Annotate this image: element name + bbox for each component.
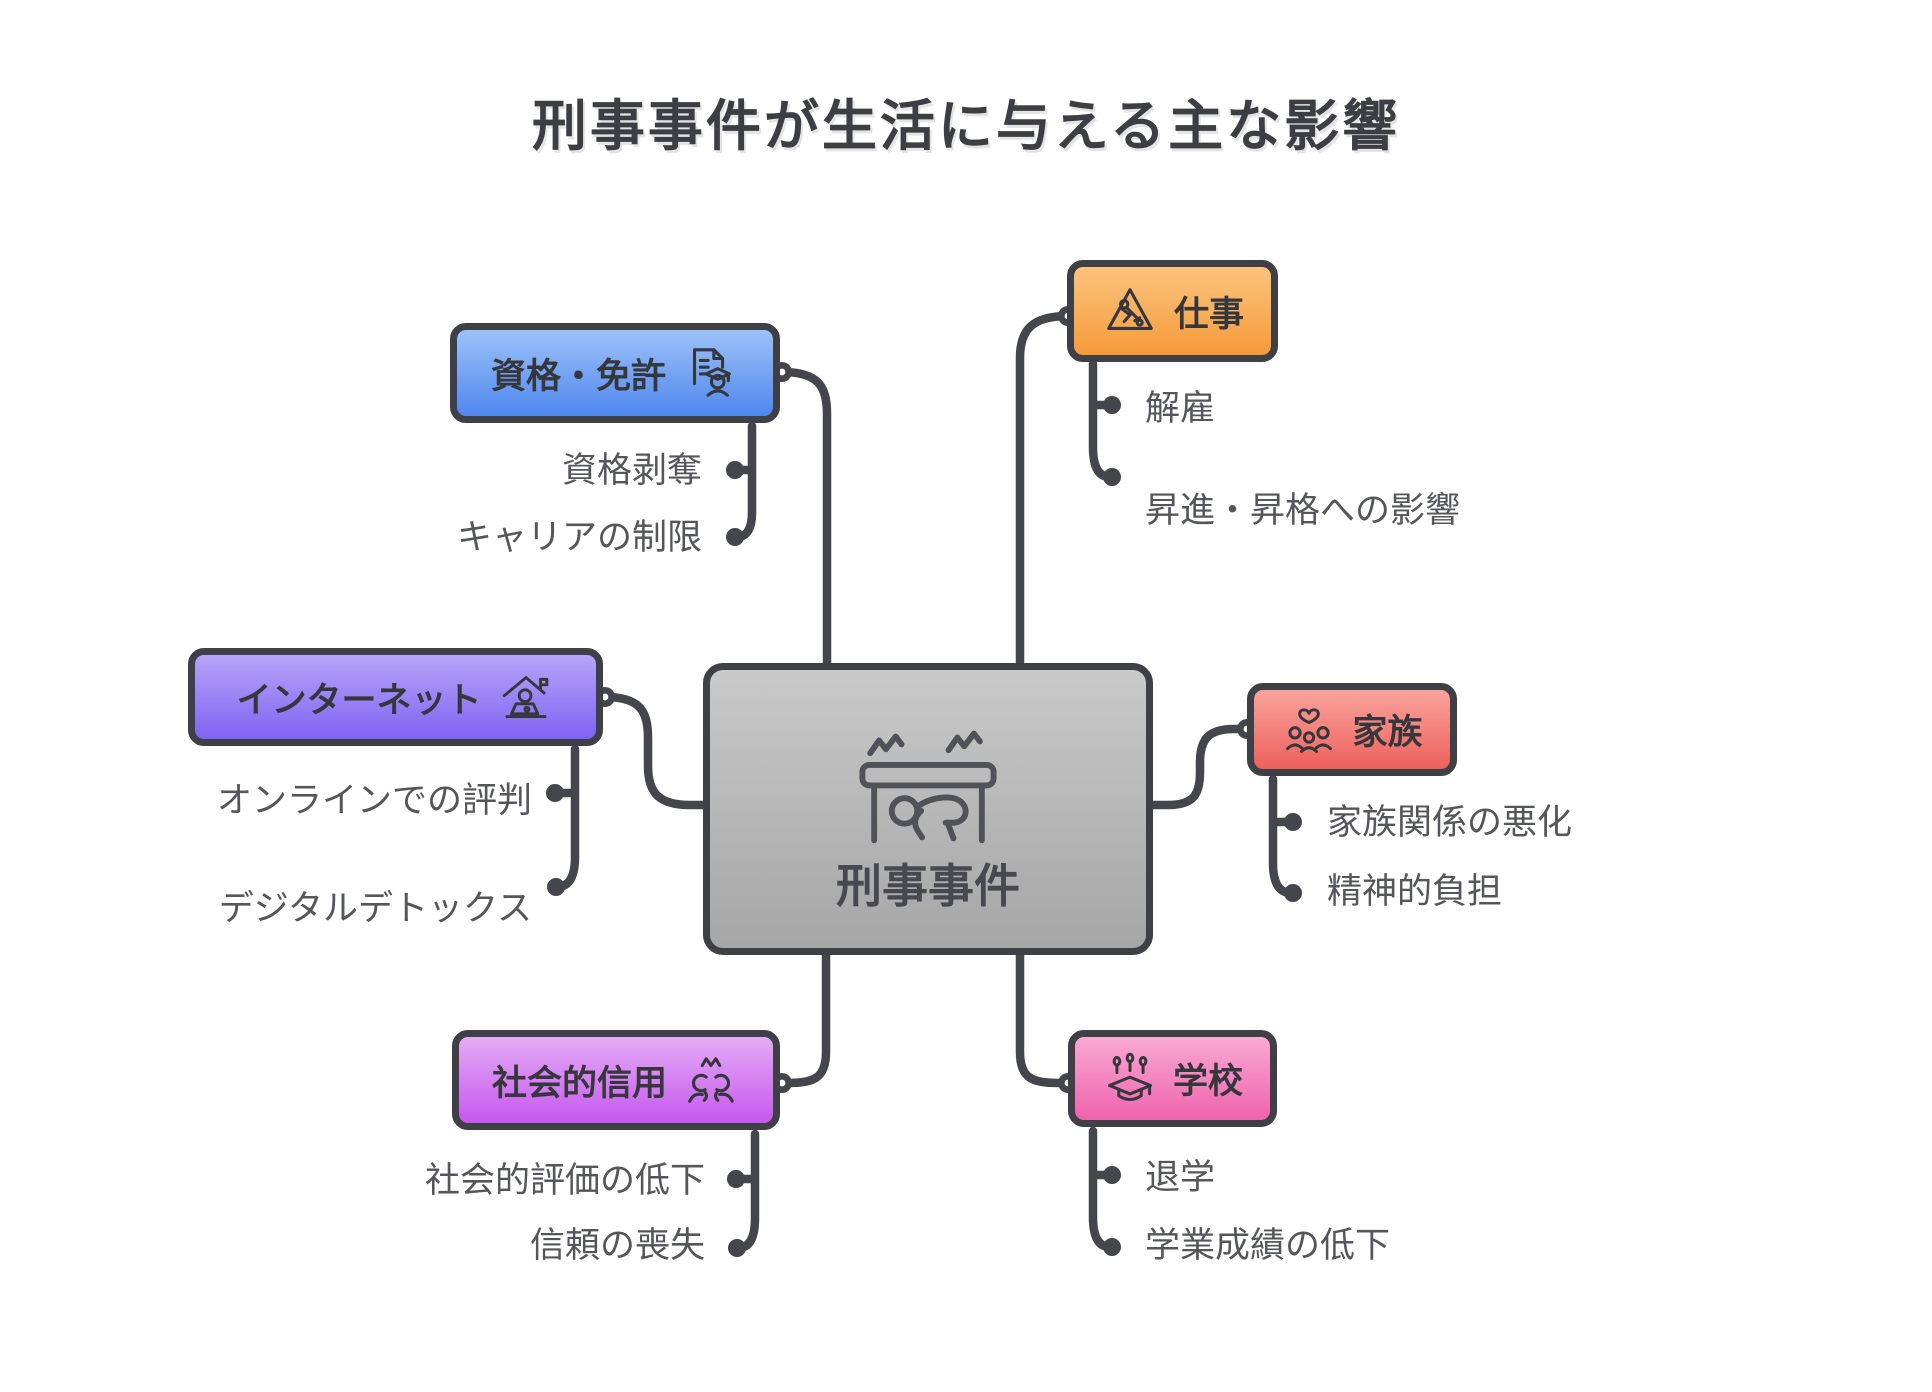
leaf-expulsion: 退学 [1145, 1158, 1216, 1197]
link-qualifications-children [732, 421, 757, 542]
center-node-label: 刑事事件 [836, 860, 1020, 912]
branch-label-work: 仕事 [1173, 294, 1244, 334]
branch-label-social-credit: 社会的信用 [491, 1063, 667, 1103]
link-family-children [1268, 774, 1296, 898]
branch-label-family: 家族 [1352, 713, 1423, 752]
leaf-qualification-revocation: 資格剥奪 [561, 451, 702, 490]
link-work-center [1015, 311, 1073, 673]
branch-box-work: 仕事 [1067, 260, 1278, 362]
leaf-loss-of-trust: 信頼の喪失 [529, 1226, 705, 1265]
earthquake-incident-icon [859, 730, 997, 844]
leaf-social-evaluation: 社会的評価の低下 [424, 1161, 705, 1200]
link-social-center [783, 947, 831, 1088]
certificate-license-icon [692, 348, 731, 397]
leaf-career-limits: キャリアの制限 [456, 518, 702, 557]
diagram-title: 刑事事件が生活に与える主な影響 [531, 95, 1401, 157]
leaf-mental-burden: 精神的負担 [1327, 872, 1503, 911]
road-work-icon [1107, 288, 1153, 330]
leaf-digital-detox: デジタルデトックス [218, 889, 532, 928]
branch-label-qualifications: 資格・免許 [490, 356, 666, 396]
leaf-dismissal: 解雇 [1145, 389, 1216, 428]
link-internet-center [600, 692, 713, 810]
branch-box-qualifications: 資格・免許 [450, 323, 780, 423]
link-school-children [1088, 1126, 1115, 1252]
link-school-center [1015, 947, 1069, 1088]
branch-box-internet: インターネット [188, 648, 603, 746]
link-work-children [1088, 359, 1115, 482]
link-internet-children [552, 744, 580, 892]
social-conflict-icon [688, 1057, 734, 1103]
leaf-family-relations: 家族関係の悪化 [1327, 803, 1573, 842]
leaf-academic-decline: 学業成績の低下 [1145, 1226, 1391, 1265]
branch-box-school: 学校 [1068, 1030, 1277, 1127]
center-node: 刑事事件 [703, 663, 1153, 955]
leaf-online-reputation: オンラインでの評判 [216, 781, 532, 820]
leaf-promotion-impact: 昇進・昇格への影響 [1145, 491, 1461, 530]
branch-label-internet: インターネット [236, 680, 482, 720]
school-graduation-icon [1107, 1052, 1153, 1101]
branch-box-family: 家族 [1247, 683, 1457, 776]
link-social-children [733, 1129, 760, 1253]
family-icon [1286, 707, 1333, 753]
branch-box-social-credit: 社会的信用 [452, 1030, 780, 1130]
link-family-center [1143, 724, 1249, 810]
link-qualifications-center [777, 367, 832, 673]
branch-label-school: 学校 [1172, 1062, 1243, 1101]
home-internet-icon [502, 675, 548, 718]
